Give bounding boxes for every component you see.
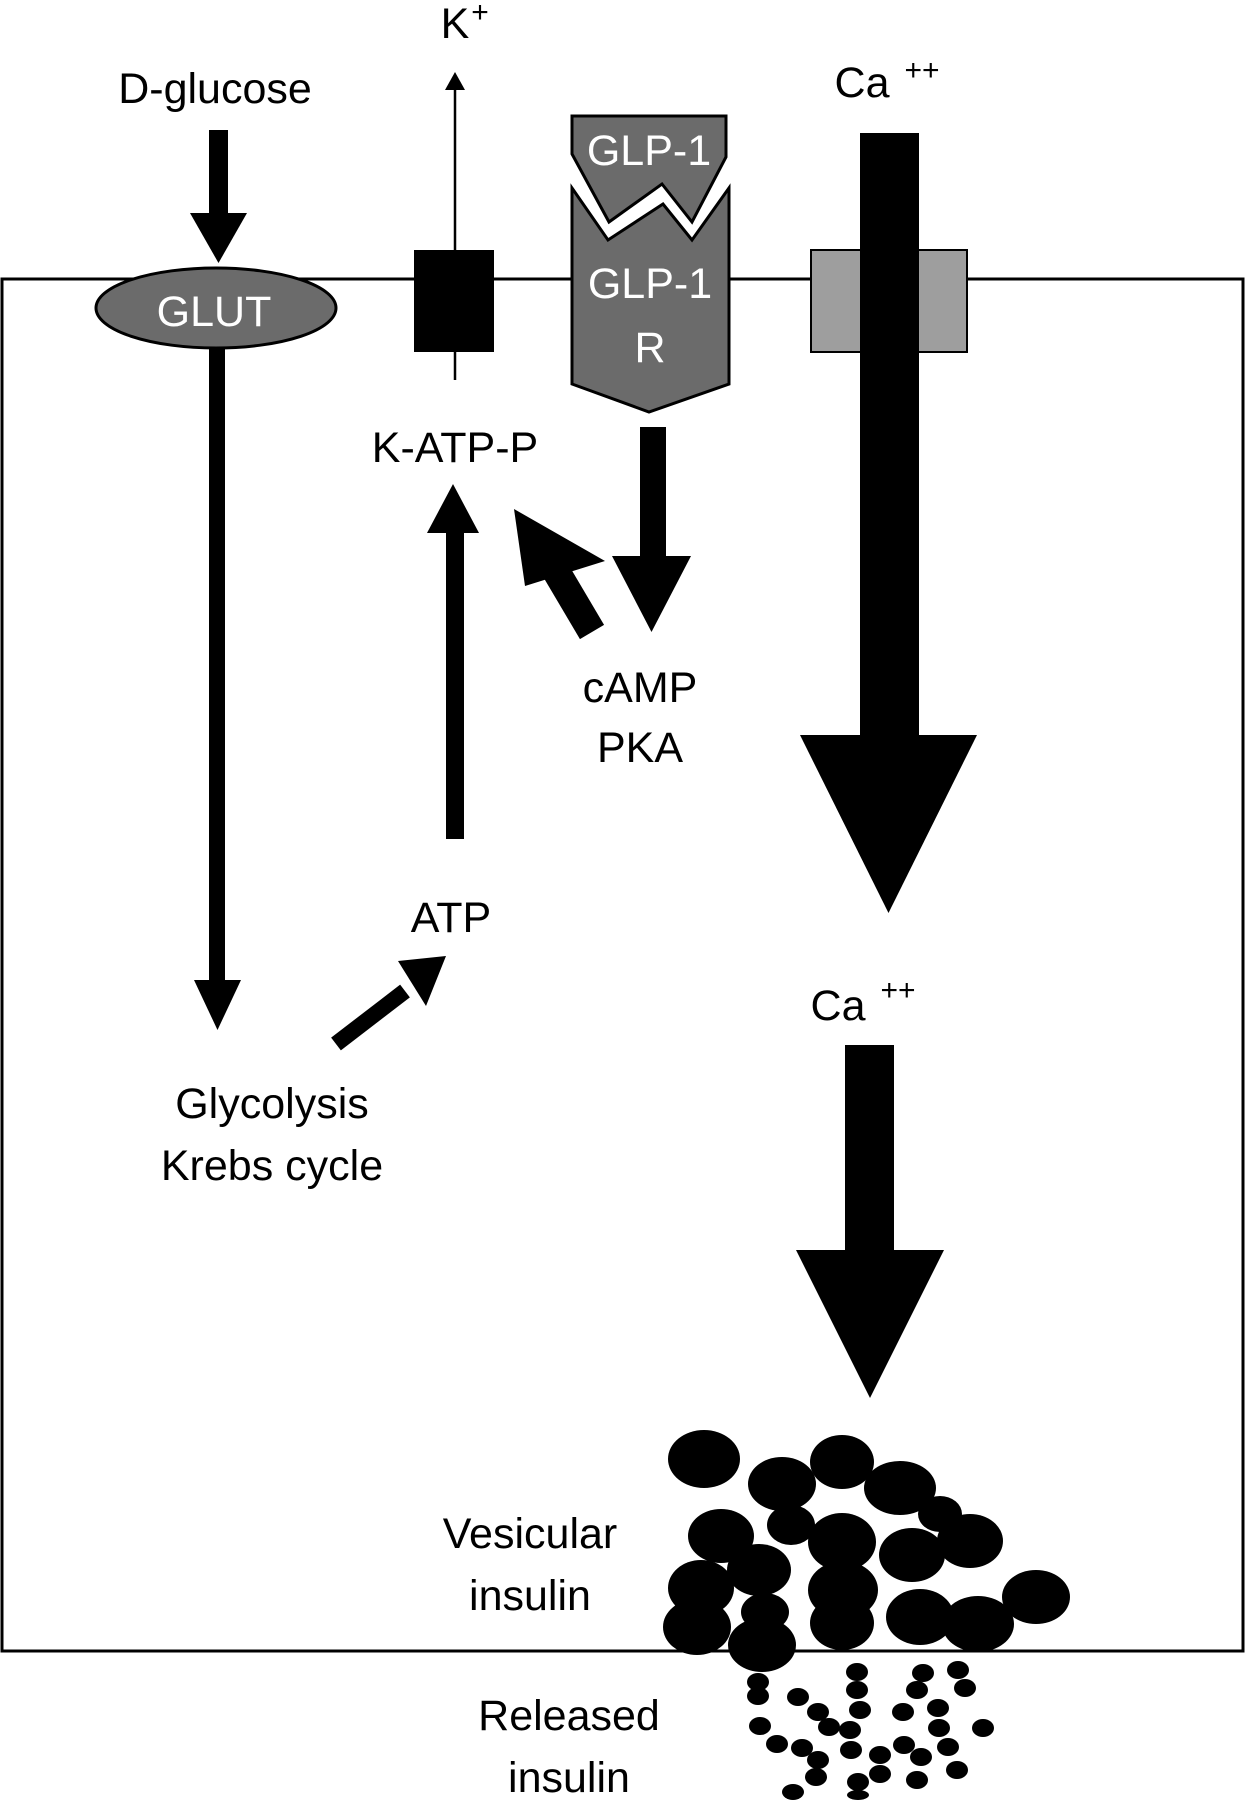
glp1r-label-line1: GLP-1	[588, 260, 712, 308]
glucose-entry-arrow	[190, 130, 247, 263]
insulin-vesicle	[728, 1618, 796, 1672]
released-insulin-particles	[747, 1661, 994, 1800]
released-insulin-particle	[972, 1719, 994, 1737]
metabolism-to-atp-arrow	[331, 956, 446, 1051]
vesicular-insulin-label-line2: insulin	[469, 1572, 591, 1620]
pka-label: PKA	[597, 724, 683, 772]
krebs-cycle-label: Krebs cycle	[161, 1142, 383, 1190]
insulin-vesicle	[864, 1461, 936, 1515]
released-insulin-particle	[849, 1701, 871, 1719]
glp1-receptor: GLP-1 R	[570, 183, 731, 414]
released-insulin-particle	[947, 1661, 969, 1679]
released-insulin-particle	[954, 1679, 976, 1697]
glp1-label: GLP-1	[587, 127, 711, 175]
released-insulin-particle	[846, 1663, 868, 1681]
insulin-vesicle	[810, 1596, 874, 1650]
glucose-metabolism-arrow	[194, 348, 241, 1030]
released-insulin-particle	[869, 1746, 891, 1764]
calcium-extracellular-charge: ++	[904, 54, 939, 87]
released-insulin-particle	[787, 1688, 809, 1706]
katp-channel	[414, 250, 494, 352]
released-insulin-particle	[912, 1664, 934, 1682]
glut-label: GLUT	[157, 288, 272, 336]
vesicular-insulin-granules	[663, 1430, 1070, 1672]
insulin-vesicle	[886, 1589, 954, 1645]
calcium-to-exocytosis-arrow	[796, 1045, 944, 1398]
released-insulin-particle	[847, 1773, 869, 1791]
glp1r-label-line2: R	[634, 324, 665, 372]
released-insulin-particle	[906, 1771, 928, 1789]
released-insulin-particle	[892, 1703, 914, 1721]
potassium-ion-label: K	[441, 0, 470, 48]
released-insulin-particle	[747, 1673, 769, 1691]
released-insulin-particle	[807, 1751, 829, 1769]
insulin-vesicle	[1002, 1570, 1070, 1624]
k-atp-p-label: K-ATP-P	[372, 424, 538, 472]
released-insulin-particle	[749, 1717, 771, 1735]
released-insulin-particle	[818, 1718, 840, 1736]
released-insulin-particle	[807, 1703, 829, 1721]
receptor-to-camp-arrow	[612, 427, 691, 632]
insulin-vesicle	[808, 1513, 876, 1571]
released-insulin-particle	[791, 1739, 813, 1757]
glp1-ligand: GLP-1	[570, 114, 728, 225]
d-glucose-label: D-glucose	[118, 65, 312, 113]
insulin-vesicle	[810, 1435, 874, 1489]
released-insulin-particle	[869, 1765, 891, 1783]
released-insulin-particle	[846, 1681, 868, 1699]
released-insulin-particle	[805, 1768, 827, 1786]
atp-to-katp-arrow	[427, 484, 479, 839]
released-insulin-particle	[928, 1719, 950, 1737]
glut-transporter: GLUT	[94, 266, 338, 350]
pka-to-katp-arrow	[514, 509, 605, 640]
insulin-vesicle	[688, 1509, 754, 1563]
released-insulin-particle	[893, 1736, 915, 1754]
released-insulin-particle	[946, 1761, 968, 1779]
insulin-vesicle	[663, 1599, 731, 1655]
insulin-vesicle	[668, 1430, 740, 1488]
calcium-intracellular-charge: ++	[880, 974, 915, 1007]
released-insulin-particle	[906, 1681, 928, 1699]
insulin-vesicle	[748, 1457, 816, 1511]
vesicular-insulin-label-line1: Vesicular	[443, 1510, 617, 1558]
calcium-extracellular-label: Ca	[835, 59, 890, 107]
glycolysis-label: Glycolysis	[175, 1080, 369, 1128]
atp-label: ATP	[411, 894, 491, 942]
released-insulin-particle	[937, 1738, 959, 1756]
insulin-vesicle	[937, 1514, 1003, 1568]
insulin-vesicle	[767, 1505, 815, 1545]
released-insulin-particle	[747, 1687, 769, 1705]
released-insulin-particle	[927, 1699, 949, 1717]
calcium-influx-arrow	[800, 133, 977, 913]
insulin-vesicle	[879, 1528, 945, 1582]
released-insulin-particle	[839, 1721, 861, 1739]
potassium-ion-charge: +	[471, 0, 489, 29]
beta-cell-membrane	[0, 277, 1245, 1653]
released-insulin-label-line1: Released	[478, 1692, 660, 1740]
camp-label: cAMP	[583, 664, 698, 712]
released-insulin-particle	[840, 1741, 862, 1759]
released-insulin-particle	[847, 1790, 869, 1800]
released-insulin-label-line2: insulin	[508, 1754, 630, 1800]
released-insulin-particle	[766, 1735, 788, 1753]
released-insulin-particle	[782, 1784, 804, 1800]
insulin-vesicle	[727, 1544, 791, 1596]
insulin-vesicle	[942, 1596, 1014, 1652]
released-insulin-particle	[910, 1748, 932, 1766]
calcium-intracellular-label: Ca	[811, 982, 866, 1030]
